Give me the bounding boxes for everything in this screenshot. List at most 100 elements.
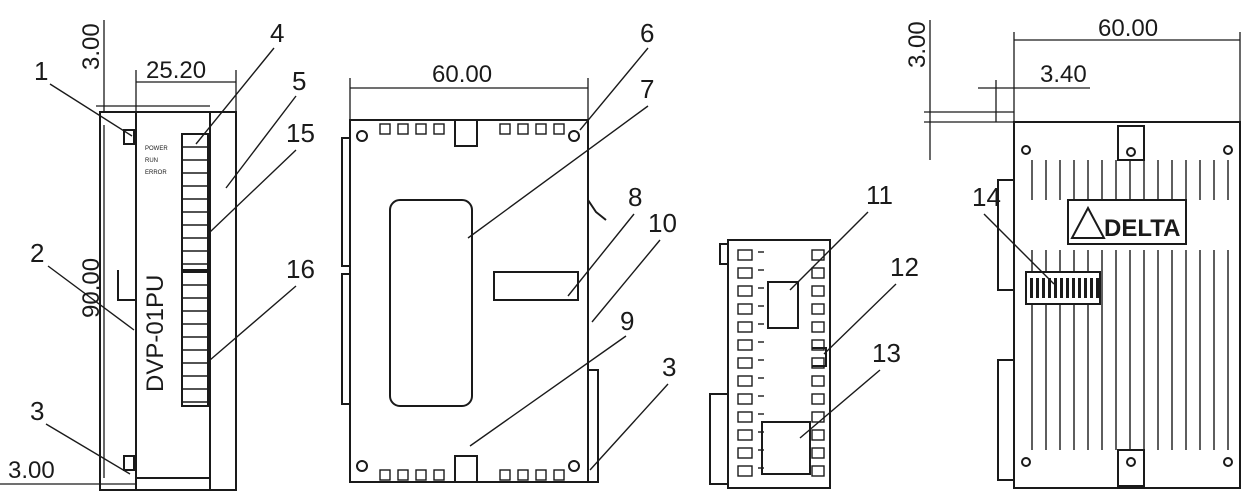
side-hole-br bbox=[568, 460, 580, 472]
rear-bottom-clip bbox=[1117, 449, 1145, 487]
connector-pin bbox=[1072, 278, 1075, 298]
leader-3-front bbox=[45, 423, 131, 475]
front-dimensions: 25.20 3.00 90.00 3.00 bbox=[0, 20, 237, 485]
upper-terminal-block bbox=[181, 133, 209, 271]
side-vents-bottom bbox=[379, 469, 565, 481]
side-label-window bbox=[389, 199, 473, 407]
front-view: POWER RUN ERROR DVP-01PU bbox=[99, 111, 237, 491]
model-label: DVP-01PU bbox=[142, 275, 169, 392]
side-connector-slot bbox=[493, 271, 579, 301]
dim-bottom-gap: 3.00 bbox=[8, 457, 55, 484]
rear-connector-pins bbox=[1030, 278, 1099, 298]
rear-clip-hole bbox=[1126, 147, 1136, 157]
callout-15: 15 bbox=[286, 118, 315, 148]
vent-slot bbox=[379, 469, 391, 481]
vent-slot bbox=[811, 465, 825, 477]
top-side-tab bbox=[719, 243, 729, 265]
vent-slot bbox=[553, 469, 565, 481]
connector-pin bbox=[1054, 278, 1057, 298]
leader-16 bbox=[209, 285, 297, 361]
din-clip bbox=[117, 270, 136, 301]
rear-module-outline bbox=[1013, 121, 1241, 489]
vent-slot bbox=[811, 357, 825, 369]
callout-1: 1 bbox=[34, 56, 48, 86]
vent-slot bbox=[737, 447, 753, 459]
dim-rear-width: 60.00 bbox=[1098, 15, 1158, 42]
side-top-clip bbox=[454, 119, 478, 147]
vent-slot bbox=[811, 285, 825, 297]
vent-slot bbox=[811, 429, 825, 441]
led-label-run: RUN bbox=[145, 158, 158, 164]
connector-pin bbox=[1036, 278, 1039, 298]
leader-15 bbox=[209, 149, 297, 233]
leader-8 bbox=[567, 213, 635, 297]
rear-cooling-ribs bbox=[1031, 160, 1229, 450]
callout-14: 14 bbox=[972, 182, 1001, 212]
rear-hole-tl bbox=[1021, 145, 1031, 155]
mounting-hole-bottom bbox=[123, 455, 135, 471]
vent-slot bbox=[811, 393, 825, 405]
brand-logo-icon bbox=[1070, 205, 1106, 239]
lower-terminal-block bbox=[181, 271, 209, 407]
side-hole-tl bbox=[356, 130, 368, 142]
leader-4 bbox=[195, 47, 275, 145]
leader-7 bbox=[467, 105, 649, 239]
callout-6: 6 bbox=[640, 18, 654, 48]
connector-pin bbox=[1084, 278, 1087, 298]
connector-pin bbox=[1096, 278, 1099, 298]
vent-slot bbox=[811, 375, 825, 387]
vent-slot bbox=[433, 123, 445, 135]
callout-5: 5 bbox=[292, 66, 306, 96]
front-base bbox=[135, 477, 211, 491]
rear-hole-bl bbox=[1021, 457, 1031, 467]
leader-5 bbox=[225, 95, 297, 189]
dim-height: 90.00 bbox=[78, 258, 105, 318]
leader-6 bbox=[579, 47, 649, 131]
callout-4: 4 bbox=[270, 18, 284, 48]
top-vent-slots bbox=[737, 249, 825, 477]
side-latch bbox=[587, 199, 607, 221]
vent-slot bbox=[811, 249, 825, 261]
vent-slot bbox=[737, 285, 753, 297]
rear-rail-lower bbox=[997, 359, 1015, 481]
connector-pin bbox=[1030, 278, 1033, 298]
vent-slot bbox=[415, 123, 427, 135]
leader-10 bbox=[591, 239, 661, 323]
callout-2: 2 bbox=[30, 238, 44, 268]
callout-9: 9 bbox=[620, 306, 634, 336]
callout-12: 12 bbox=[890, 252, 919, 282]
vent-slot bbox=[517, 469, 529, 481]
vent-slot bbox=[811, 447, 825, 459]
leader-1 bbox=[49, 83, 133, 137]
vent-slot bbox=[737, 393, 753, 405]
top-connector-11 bbox=[767, 281, 799, 329]
top-terminal-13 bbox=[761, 421, 811, 475]
top-view bbox=[709, 239, 831, 489]
mounting-hole-top bbox=[123, 129, 135, 145]
vent-slot bbox=[811, 339, 825, 351]
vent-slot bbox=[499, 469, 511, 481]
vent-slot bbox=[737, 303, 753, 315]
vent-slot bbox=[397, 123, 409, 135]
side-rail-upper bbox=[341, 137, 351, 267]
led-label-error: ERROR bbox=[145, 170, 167, 176]
vent-slot bbox=[737, 249, 753, 261]
vent-slot bbox=[737, 267, 753, 279]
vent-slot bbox=[517, 123, 529, 135]
rear-clip-hole bbox=[1126, 457, 1136, 467]
vent-slot bbox=[415, 469, 427, 481]
callout-11: 11 bbox=[866, 180, 893, 210]
vent-slot bbox=[535, 123, 547, 135]
rear-top-clip bbox=[1117, 125, 1145, 161]
vent-slot bbox=[535, 469, 547, 481]
brand-logo-text: DELTA bbox=[1104, 215, 1180, 242]
vent-slot bbox=[737, 429, 753, 441]
dim-front-width: 25.20 bbox=[146, 57, 206, 84]
side-vents-top bbox=[379, 123, 565, 135]
leader-11 bbox=[789, 211, 869, 291]
vent-slot bbox=[811, 303, 825, 315]
vent-slot bbox=[433, 469, 445, 481]
side-rail-right bbox=[587, 369, 599, 483]
